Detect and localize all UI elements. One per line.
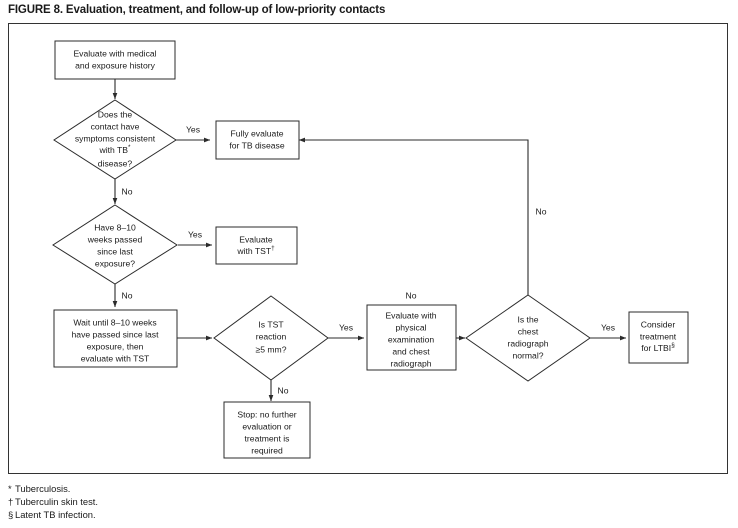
node-weeks-decision-diamond[interactable] [52,204,178,285]
node-symptoms-line3: symptoms consistent [75,133,156,143]
node-consider-line3: for LTBI§ [641,342,675,353]
edge-label-tst-no: No [278,385,289,395]
node-evaluate-tst-box[interactable] [215,226,298,265]
node-stop[interactable]: Stop: no further evaluation or treatment… [223,401,311,459]
node-symptoms-line1: Does the [98,109,133,119]
figure-title: FIGURE 8. Evaluation, treatment, and fol… [8,4,386,16]
flow-edge-labels: Yes No Yes No Yes No Yes No No [122,124,616,395]
node-symptoms-line5: disease? [98,158,133,168]
node-wait-line3: exposure, then [87,341,144,351]
footnote-text-tst: Tuberculin skin test. [15,496,99,508]
node-evaluate-history[interactable]: Evaluate with medical and exposure histo… [54,40,176,80]
node-evaluate-tst-line2: with TST† [236,245,275,256]
node-symptoms-line2: contact have [91,121,140,131]
node-tst-reaction-line3: ≥5 mm? [256,344,287,354]
node-evaluate-history-line1: Evaluate with medical [73,48,156,58]
node-weeks-line4: exposure? [95,258,135,268]
edge-label-weeks-yes: Yes [188,229,202,239]
node-tst-reaction-line1: Is TST [258,319,284,329]
flow-edges [112,79,627,402]
footnote-tst: †Tuberculin skin test. [8,495,98,508]
node-consider-line1: Consider [641,319,676,329]
node-stop-line3: treatment is [245,433,290,443]
node-evaluate-tst-line1: Evaluate [239,234,273,244]
node-fully-evaluate-box[interactable] [215,120,300,160]
node-radiograph-line1: Is the [517,314,538,324]
node-wait-weeks-box[interactable] [53,309,178,368]
edge-label-exam-no: No [406,290,417,300]
node-evaluate-history-box[interactable] [54,40,176,80]
node-weeks-line3: since last [97,246,133,256]
node-physical-exam-box[interactable] [366,304,457,371]
node-evaluate-tst[interactable]: Evaluate with TST† [215,226,298,265]
footnote-mark-section: § [8,509,14,521]
footnote-text-ltbi: Latent TB infection. [15,509,96,521]
node-tst-reaction-line2: reaction [256,331,287,341]
edge-label-radiograph-no: No [536,206,547,216]
footnote-mark-asterisk: * [8,483,12,494]
node-wait-line2: have passed since last [72,329,160,339]
node-wait-line1: Wait until 8–10 weeks [73,317,156,327]
node-weeks-line1: Have 8–10 [94,222,136,232]
node-wait-weeks[interactable]: Wait until 8–10 weeks have passed since … [53,309,178,368]
node-symptoms-line4: with TB* [99,144,132,155]
node-stop-line2: evaluation or [242,421,291,431]
node-evaluate-history-line2: and exposure history [75,60,155,70]
node-radiograph-decision[interactable]: Is the chest radiograph normal? [465,294,591,382]
node-physical-exam[interactable]: Evaluate with physical examination and c… [366,304,457,371]
edge-label-weeks-no: No [122,290,133,300]
node-consider-treatment[interactable]: Consider treatment for LTBI§ [628,311,689,364]
footnote-text-tuberculosis: Tuberculosis. [15,483,71,494]
footnote-tuberculosis: *Tuberculosis. [8,482,98,495]
node-radiograph-line2: chest [518,326,539,336]
node-exam-line3: examination [388,334,435,344]
node-exam-line4: and chest [392,346,430,356]
node-fully-evaluate-line1: Fully evaluate [230,128,283,138]
node-radiograph-line4: normal? [512,350,543,360]
node-fully-evaluate-line2: for TB disease [229,140,284,150]
edge-label-symptoms-no: No [122,186,133,196]
node-stop-box[interactable] [223,401,311,459]
node-stop-line4: required [251,445,283,455]
footnotes: *Tuberculosis. †Tuberculin skin test. §L… [8,482,98,522]
footnote-mark-dagger: † [8,496,14,508]
edge-radiograph-no [298,137,529,295]
node-radiograph-diamond[interactable] [465,294,591,382]
edge-label-radiograph-yes: Yes [601,322,615,332]
node-symptoms-decision-diamond[interactable] [53,99,177,180]
node-exam-line1: Evaluate with [385,310,436,320]
node-symptoms-decision[interactable]: Does the contact have symptoms consisten… [53,99,177,180]
node-tst-reaction-diamond[interactable] [213,295,329,381]
node-weeks-line2: weeks passed [87,234,143,244]
node-consider-line2: treatment [640,331,677,341]
node-consider-treatment-box[interactable] [628,311,689,364]
node-exam-line2: physical [395,322,426,332]
node-tst-reaction-decision[interactable]: Is TST reaction ≥5 mm? [213,295,329,381]
edge-label-symptoms-yes: Yes [186,124,200,134]
node-stop-line1: Stop: no further [237,409,296,419]
node-exam-line5: radiograph [390,358,431,368]
node-wait-line4: evaluate with TST [81,353,150,363]
node-radiograph-line3: radiograph [507,338,548,348]
flowchart-canvas: Yes No Yes No Yes No Yes No No Evaluate … [52,40,689,459]
edge-label-tst-yes: Yes [339,322,353,332]
node-weeks-decision[interactable]: Have 8–10 weeks passed since last exposu… [52,204,178,285]
node-fully-evaluate[interactable]: Fully evaluate for TB disease [215,120,300,160]
footnote-ltbi: §Latent TB infection. [8,508,98,521]
